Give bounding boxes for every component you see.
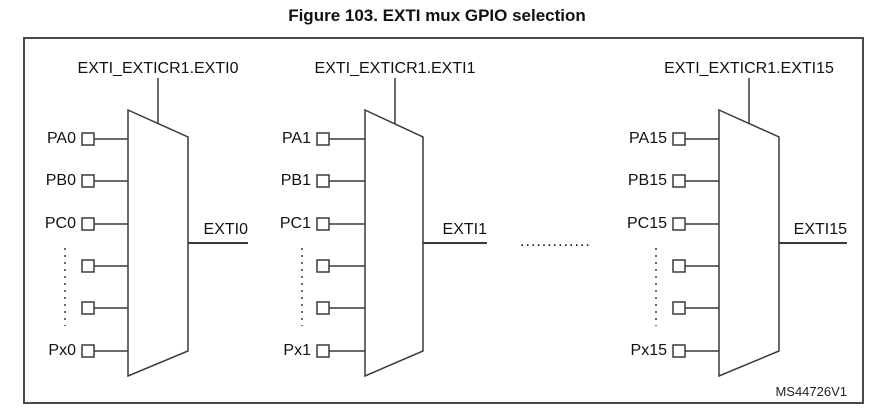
mux-2-input-label-pb: PB15	[627, 172, 667, 189]
mux-0-output-label: EXTI0	[203, 221, 248, 238]
gpio-pin-box	[672, 217, 686, 231]
mux-1-input-label-pc: PC1	[279, 215, 311, 232]
mux-0-trapezoid	[127, 108, 189, 378]
figure-title: Figure 103. EXTI mux GPIO selection	[288, 6, 586, 25]
gpio-pin-box	[672, 132, 686, 146]
diagram-frame	[23, 37, 864, 404]
gpio-pin-box	[81, 259, 95, 273]
mux-2-shape	[655, 78, 847, 378]
mux-0-input-wires	[94, 138, 128, 352]
gpio-pin-box	[316, 344, 330, 358]
gpio-pin-box	[81, 174, 95, 188]
mux-0-input-label-px: Px0	[48, 342, 76, 359]
gpio-pin-box	[81, 301, 95, 315]
mux-2-input-label-pc: PC15	[626, 215, 667, 232]
mux-0-input-label-pa: PA0	[46, 130, 76, 147]
mux-1-shape	[301, 78, 487, 378]
gpio-pin-box	[316, 174, 330, 188]
mux-1-output-label: EXTI1	[442, 221, 487, 238]
gpio-pin-box	[316, 301, 330, 315]
mux-0-input-label-pc: PC0	[44, 215, 76, 232]
gpio-pin-box	[81, 132, 95, 146]
mux-1-input-label-px: Px1	[283, 342, 311, 359]
mux-1-input-wires	[329, 138, 365, 352]
gpio-pin-box	[672, 174, 686, 188]
mux-1-pin-boxes	[316, 132, 330, 358]
mux-2-input-label-pa: PA15	[629, 130, 667, 147]
gpio-pin-box	[81, 344, 95, 358]
gpio-pin-box	[316, 132, 330, 146]
gpio-pin-box	[672, 301, 686, 315]
mux-2-input-wires	[685, 138, 719, 352]
mux-0-register-label: EXTI_EXTICR1.EXTI0	[77, 60, 239, 77]
gpio-pin-box	[672, 344, 686, 358]
mux-2-pin-boxes	[672, 132, 686, 358]
gpio-pin-box	[316, 259, 330, 273]
mux-0-shape	[64, 78, 248, 378]
figure-reference-code: MS44726V1	[775, 384, 847, 399]
gpio-pin-box	[672, 259, 686, 273]
gpio-pin-box	[81, 217, 95, 231]
mux-1-input-label-pb: PB1	[280, 172, 311, 189]
mux-1-register-label: EXTI_EXTICR1.EXTI1	[314, 60, 476, 77]
mux-2-output-label: EXTI15	[793, 221, 847, 238]
mux-1-trapezoid	[364, 108, 424, 378]
mux-2-input-label-px: Px15	[630, 342, 667, 359]
mux-1-input-label-pa: PA1	[281, 130, 311, 147]
mux-0-pin-boxes	[81, 132, 95, 358]
mux-2-trapezoid	[718, 108, 780, 378]
ellipsis-separator: .............	[520, 233, 591, 250]
mux-0-input-label-pb: PB0	[45, 172, 76, 189]
gpio-pin-box	[316, 217, 330, 231]
mux-2-register-label: EXTI_EXTICR1.EXTI15	[664, 60, 834, 77]
